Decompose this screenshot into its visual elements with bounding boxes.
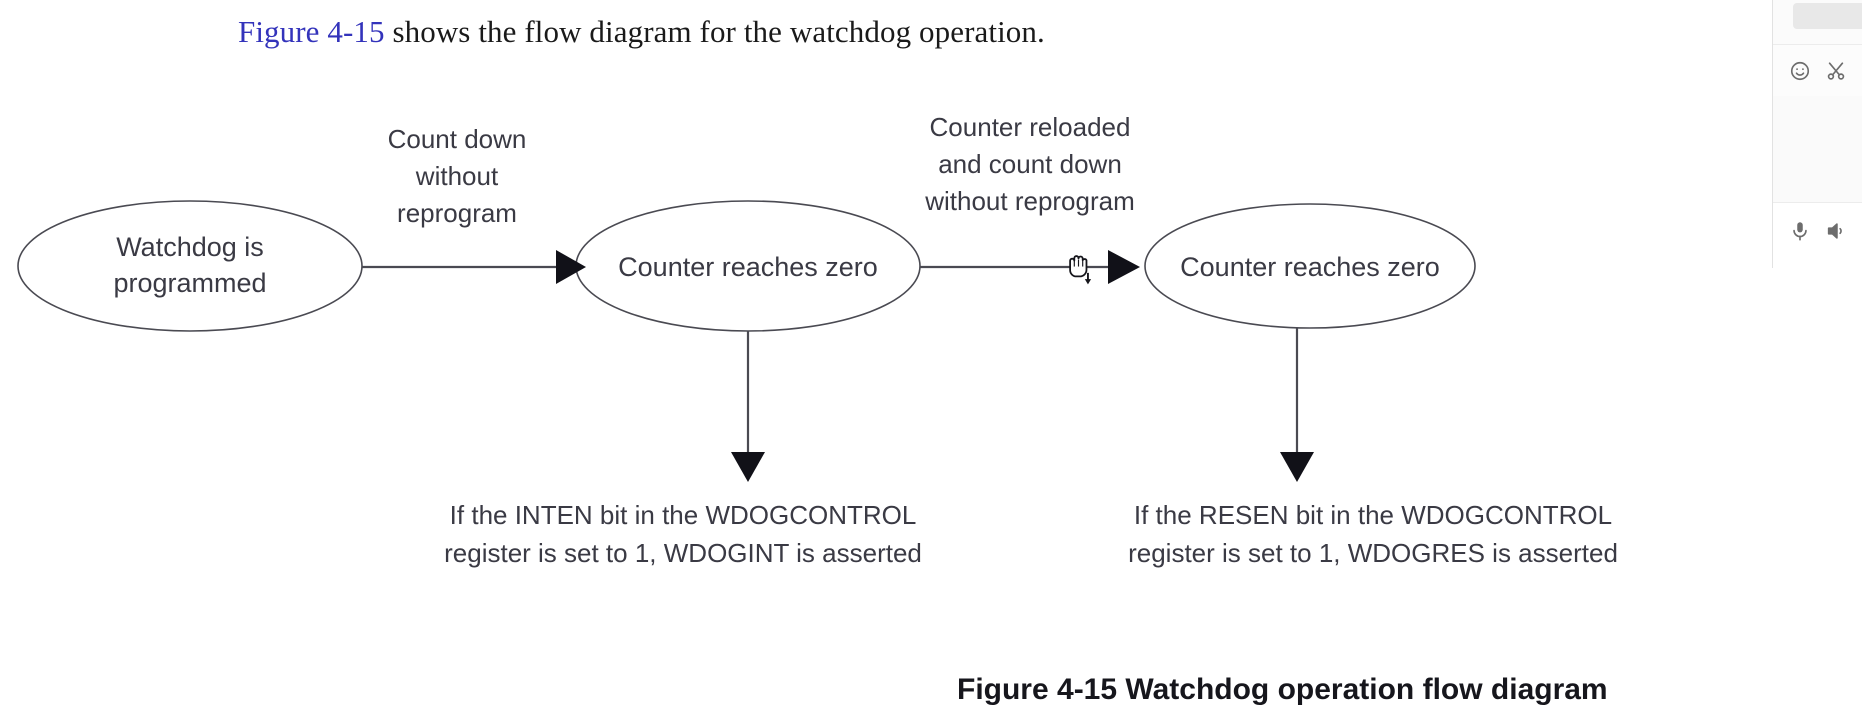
edge-label-2-line-2: and count down [938,149,1122,179]
panel-body [1773,96,1862,202]
node-ellipse-counter-zero-2[interactable] [1144,203,1476,329]
intro-sentence: Figure 4-15 shows the flow diagram for t… [238,14,1045,50]
flow-arrow-4-head [1280,452,1314,482]
scissors-icon[interactable] [1825,60,1847,82]
flow-arrow-1-head [556,250,586,284]
node-ellipse-watchdog-programmed[interactable] [17,200,363,332]
flow-arrow-2-head [1108,250,1140,284]
outcome-inten-line-1: If the INTEN bit in the WDOGCONTROL [450,500,917,530]
node-2-label: Counter reaches zero [618,252,878,282]
edge-label-1-line-1: Count down [388,124,527,154]
panel-toolbar [1773,44,1862,96]
node-3-label: Counter reaches zero [1180,252,1440,282]
flow-arrow-3-head [731,452,765,482]
edge-label-2-line-3: without reprogram [924,186,1135,216]
intro-rest-text: shows the flow diagram for the watchdog … [384,14,1045,49]
edge-label-1-line-3: reprogram [397,198,517,228]
outcome-resen-line-1: If the RESEN bit in the WDOGCONTROL [1134,500,1612,530]
figure-reference-link[interactable]: Figure 4-15 [238,14,385,49]
figure-caption: Figure 4-15 Watchdog operation flow diag… [957,673,1608,706]
outcome-inten-line-2: register is set to 1, WDOGINT is asserte… [444,538,922,568]
panel-message-bubble [1793,3,1862,29]
panel-footer [1773,202,1862,258]
microphone-icon[interactable] [1789,220,1811,242]
node-1-label-line-1: Watchdog is [116,232,264,262]
emoji-smiley-icon[interactable] [1789,60,1811,82]
node-1-label-line-2: programmed [113,268,266,298]
grab-hand-cursor [1069,255,1092,285]
edge-label-1-line-2: without [415,161,499,191]
side-panel [1772,0,1862,268]
edge-label-2-line-1: Counter reloaded [930,112,1131,142]
speaker-icon[interactable] [1825,220,1847,242]
panel-message-row [1773,0,1862,44]
outcome-resen-line-2: register is set to 1, WDOGRES is asserte… [1128,538,1618,568]
